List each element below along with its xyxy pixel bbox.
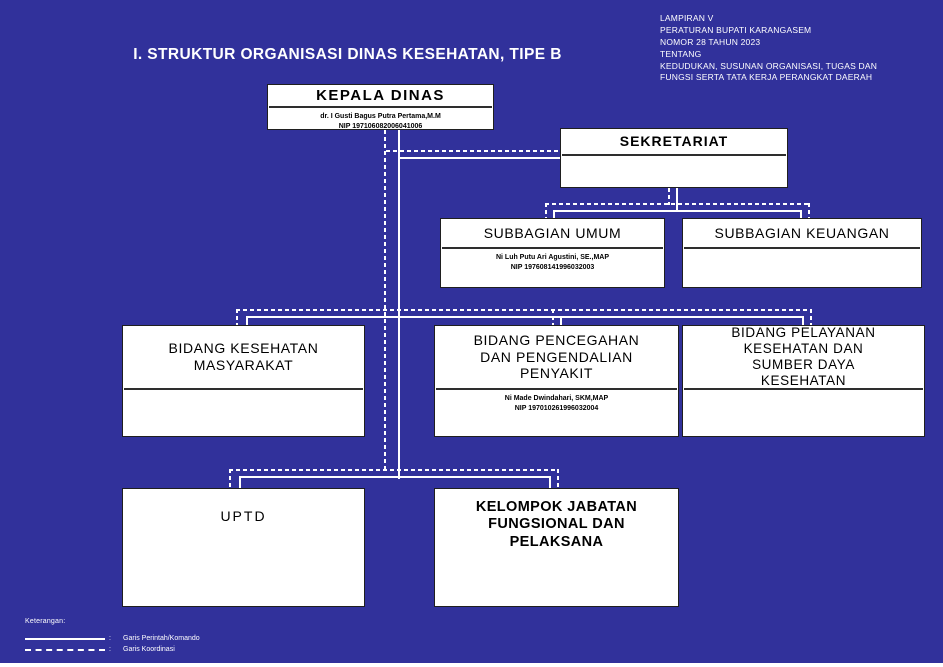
command-line-trunk (398, 130, 400, 479)
page-title: I. STRUKTUR ORGANISASI DINAS KESEHATAN, … (133, 46, 562, 63)
org-box-title: BIDANG PELAYANAN KESEHATAN DAN SUMBER DA… (731, 325, 876, 388)
command-line-bidang-rail (246, 316, 804, 318)
box-divider (684, 247, 920, 249)
org-box-kepala-dinas: KEPALA DINAS dr. I Gusti Bagus Putra Per… (267, 84, 494, 130)
official-nip: NIP 197608141996032003 (510, 264, 595, 272)
command-line-uptd-drop (239, 476, 241, 488)
command-line-bidang-kesmas-drop (246, 316, 248, 325)
coordination-line-sekretariat-drop (668, 188, 670, 205)
org-box-bidang-kesehatan-masyarakat: BIDANG KESEHATAN MASYARAKAT (122, 325, 365, 437)
dashed-line-sample (25, 648, 105, 651)
lampiran-line: TENTANG (660, 48, 702, 59)
legend-label: Garis Perintah/Komando (123, 635, 200, 642)
org-box-subbagian-umum: SUBBAGIAN UMUM Ni Luh Putu Ari Agustini,… (440, 218, 665, 288)
official-nip: NIP 197010261996032004 (514, 405, 599, 413)
box-divider (562, 154, 786, 156)
org-box-sekretariat: SEKRETARIAT (560, 128, 788, 188)
command-line-sekretariat-drop (676, 188, 678, 212)
coordination-line-bottom-rail (229, 469, 559, 471)
org-box-title: SEKRETARIAT (619, 133, 729, 150)
org-box-official: Ni Luh Putu Ari Agustini, SE.,MAP NIP 19… (441, 249, 664, 273)
org-box-official: dr. I Gusti Bagus Putra Pertama,M.M NIP … (268, 108, 493, 132)
org-box-uptd: UPTD (122, 488, 365, 607)
lampiran-line: LAMPIRAN V (660, 13, 714, 23)
lampiran-line: PERATURAN BUPATI KARANGASEM (660, 24, 812, 35)
official-name: Ni Made Dwindahari, SKM,MAP (504, 395, 609, 402)
org-box-title: UPTD (220, 508, 267, 525)
legend-item-komando: : Garis Perintah/Komando (25, 633, 200, 644)
coordination-line-bidang-yankes-drop (810, 309, 812, 325)
lampiran-line: FUNGSI SERTA TATA KERJA PERANGKAT DAERAH (660, 72, 873, 83)
command-line-bottom-rail (239, 476, 551, 478)
org-box-subbagian-keuangan: SUBBAGIAN KEUANGAN (682, 218, 922, 288)
org-box-official: Ni Made Dwindahari, SKM,MAP NIP 19701026… (435, 390, 678, 414)
org-box-kelompok-jabatan: KELOMPOK JABATAN FUNGSIONAL DAN PELAKSAN… (434, 488, 679, 607)
coordination-line-uptd-drop (229, 469, 231, 488)
coordination-line-trunk (384, 130, 386, 472)
legend-colon: : (109, 646, 111, 653)
org-box-title: KEPALA DINAS (316, 86, 445, 104)
command-line-sekretariat (400, 157, 561, 159)
org-box-title: BIDANG PENCEGAHAN DAN PENGENDALIAN PENYA… (473, 332, 640, 382)
command-line-bidang-p2p-drop (560, 316, 562, 325)
coordination-line-subbagian-rail (545, 203, 810, 205)
legend-heading: Keterangan: (25, 618, 66, 625)
command-line-subbagian-rail (553, 210, 802, 212)
coordination-line-bidang-rail (236, 309, 812, 311)
legend-item-koordinasi: : Garis Koordinasi (25, 644, 200, 655)
page-bottom-edge (0, 663, 943, 667)
org-box-title: SUBBAGIAN UMUM (483, 224, 622, 241)
command-line-subbagian-umum-drop (553, 210, 555, 218)
org-box-title: SUBBAGIAN KEUANGAN (714, 224, 890, 241)
lampiran-line: KEDUDUKAN, SUSUNAN ORGANISASI, TUGAS DAN (660, 60, 878, 71)
solid-line-sample (25, 637, 105, 640)
box-divider (436, 388, 677, 390)
legend-label: Garis Koordinasi (123, 646, 175, 653)
box-divider (269, 106, 492, 108)
org-box-bidang-pelayanan-kesehatan-sdk: BIDANG PELAYANAN KESEHATAN DAN SUMBER DA… (682, 325, 925, 437)
legend-colon: : (109, 635, 111, 642)
box-divider (684, 388, 923, 390)
official-nip: NIP 197106082006041006 (338, 123, 423, 131)
official-name: Ni Luh Putu Ari Agustini, SE.,MAP (495, 254, 610, 261)
box-divider (124, 388, 363, 390)
coordination-line-bidang-kesmas-drop (236, 309, 238, 325)
org-box-bidang-pencegahan-pengendalian-penyakit: BIDANG PENCEGAHAN DAN PENGENDALIAN PENYA… (434, 325, 679, 437)
command-line-subbagian-keuangan-drop (800, 210, 802, 218)
coordination-line-sekretariat (386, 150, 561, 152)
box-divider (442, 247, 663, 249)
coordination-line-subbagian-keuangan-drop (808, 203, 810, 218)
command-line-bidang-yankes-drop (802, 316, 804, 325)
lampiran-header: LAMPIRAN V PERATURAN BUPATI KARANGASEM N… (660, 13, 935, 84)
org-box-title: KELOMPOK JABATAN FUNGSIONAL DAN PELAKSAN… (475, 499, 638, 550)
command-line-kelompok-drop (549, 476, 551, 488)
coordination-line-subbagian-umum-drop (545, 203, 547, 218)
coordination-line-kelompok-drop (557, 469, 559, 488)
coordination-line-bidang-p2p-drop (552, 309, 554, 325)
official-name: dr. I Gusti Bagus Putra Pertama,M.M (320, 113, 441, 120)
legend: Keterangan: : Garis Perintah/Komando : G… (25, 618, 200, 655)
org-box-title: BIDANG KESEHATAN MASYARAKAT (168, 340, 319, 373)
lampiran-line: NOMOR 28 TAHUN 2023 (660, 36, 761, 47)
